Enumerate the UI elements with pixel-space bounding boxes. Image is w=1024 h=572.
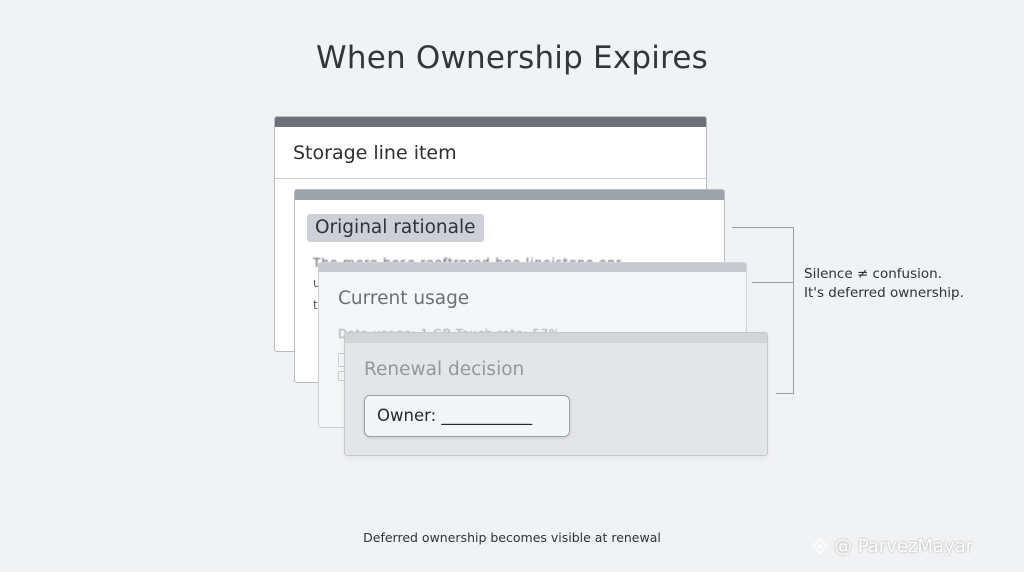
diamond-logo-icon bbox=[812, 538, 828, 554]
card-header-bar bbox=[345, 333, 767, 343]
renewal-decision-title: Renewal decision bbox=[364, 359, 525, 380]
page-title: When Ownership Expires bbox=[316, 40, 708, 76]
bracket-top bbox=[732, 227, 794, 228]
original-rationale-label: Original rationale bbox=[307, 214, 484, 242]
current-usage-title: Current usage bbox=[338, 288, 470, 309]
rationale-body-text-2: u bbox=[313, 276, 321, 290]
bracket-middle bbox=[752, 282, 793, 283]
card-header-bar bbox=[275, 117, 706, 127]
owner-field[interactable]: Owner: ___________ bbox=[364, 395, 570, 437]
watermark: @ ParvezMayar bbox=[812, 536, 973, 557]
note-line-1: Silence ≠ confusion. bbox=[804, 266, 942, 282]
caption: Deferred ownership becomes visible at re… bbox=[363, 530, 661, 545]
rationale-body-text-3: t bbox=[313, 298, 318, 312]
storage-card-title: Storage line item bbox=[275, 127, 706, 179]
note-line-2: It's deferred ownership. bbox=[804, 285, 964, 301]
card-header-bar bbox=[319, 263, 746, 272]
bracket-note: Silence ≠ confusion. It's deferred owner… bbox=[804, 265, 964, 303]
renewal-decision-card: Renewal decision Owner: ___________ bbox=[344, 332, 768, 456]
bracket-bottom bbox=[776, 393, 794, 394]
card-header-bar bbox=[295, 190, 724, 200]
watermark-text: @ ParvezMayar bbox=[834, 536, 974, 557]
bracket-vertical bbox=[793, 227, 794, 394]
